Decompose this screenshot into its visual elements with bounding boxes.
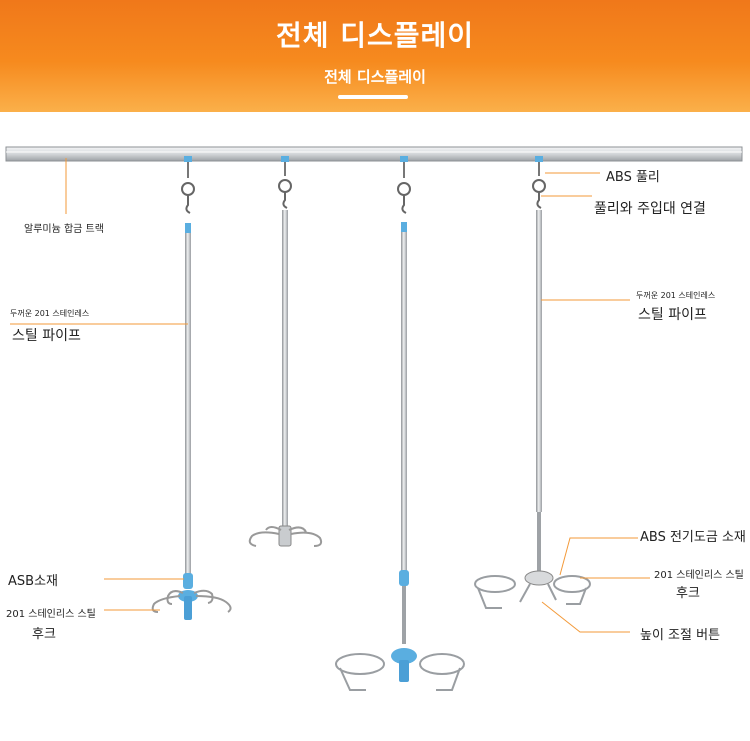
iv-pole-2: [248, 156, 323, 547]
aluminum-track: [5, 146, 743, 162]
leader-lines: [10, 158, 650, 633]
label-hook-right-material: 201 스테인리스 스틸: [654, 570, 744, 581]
label-hook-left: 후크: [32, 627, 56, 642]
banner-title: 전체 디스플레이: [275, 19, 475, 52]
label-hook-left-material: 201 스테인리스 스틸: [6, 609, 96, 620]
label-hook-right: 후크: [676, 586, 700, 601]
iv-pole-4: [474, 156, 591, 609]
banner-subtitle: 전체 디스플레이: [324, 68, 426, 86]
label-track: 알루미늄 합금 트랙: [24, 224, 104, 235]
banner-underline: [338, 95, 408, 99]
label-abs-plated: ABS 전기도금 소재: [640, 530, 746, 545]
label-abs-pulley: ABS 풀리: [606, 170, 660, 185]
label-asb: ASB소재: [8, 574, 58, 589]
label-pipe-right-material: 두꺼운 201 스테인레스: [636, 291, 716, 300]
label-pipe-right: 스틸 파이프: [638, 307, 707, 323]
header-banner: 전체 디스플레이 전체 디스플레이: [0, 0, 750, 112]
iv-pole-1: [151, 156, 232, 620]
label-pulley-link: 풀리와 주입대 연결: [594, 201, 706, 217]
label-pipe-left-material: 두꺼운 201 스테인레스: [10, 309, 90, 318]
label-pipe-left: 스틸 파이프: [12, 328, 81, 344]
label-height-button: 높이 조절 버튼: [640, 628, 721, 643]
iv-pole-3: [335, 156, 465, 691]
